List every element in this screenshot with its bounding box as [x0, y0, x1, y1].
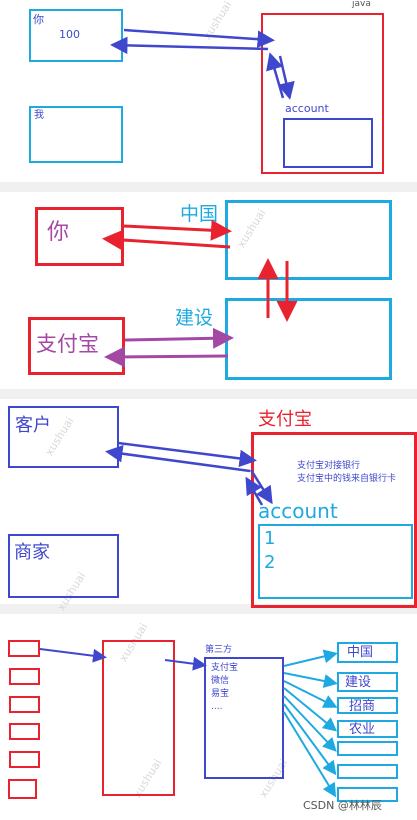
china-bank-label: 中国: [180, 203, 219, 225]
arrow-alipay-to-customer: [105, 445, 251, 473]
third-party-box: 支付宝 微信 易宝 ....: [204, 657, 284, 779]
note-line-2: 支付宝中的钱来自银行卡: [297, 474, 397, 484]
merchant-small-box: [9, 751, 40, 768]
bank-box: 中国: [337, 642, 398, 663]
account-box: 1 2: [258, 524, 413, 599]
provider-item: 微信: [211, 676, 230, 686]
arrow-you-to-bank: [123, 28, 275, 48]
you-label: 你: [33, 13, 44, 26]
me-box: 我: [29, 106, 123, 163]
account-box: [283, 118, 373, 168]
account-label: account: [258, 499, 338, 523]
provider-item: 支付宝: [211, 663, 239, 673]
arrow-customer-to-alipay: [117, 441, 257, 468]
ccb-label: 建设: [175, 307, 214, 329]
note-line-1: 支付宝对接银行: [297, 461, 361, 471]
bank-label: 招商: [349, 699, 376, 714]
merchant-box: 商家: [8, 534, 119, 598]
arrow-ccb-to-alipay: [104, 346, 229, 368]
bank-box: [337, 741, 398, 756]
merchant-small-box: [9, 696, 40, 713]
arrow-to-bank: [283, 703, 337, 776]
arrow-to-bank: [283, 672, 338, 688]
bank-label: 建设: [345, 675, 372, 690]
arrow-to-bank: [283, 680, 338, 708]
provider-item: 易宝: [211, 689, 230, 699]
merchant-small-box: [8, 779, 37, 799]
arrow-to-bank: [283, 649, 338, 667]
bank-label: 农业: [349, 722, 376, 737]
arrow-to-bank: [283, 695, 337, 752]
bank-box: account: [261, 13, 384, 174]
arrow-from-account: [266, 52, 285, 99]
platform-box: [102, 640, 175, 796]
arrow-from-account: [245, 476, 264, 506]
arrow-you-to-china: [123, 219, 232, 241]
java-label: java: [352, 0, 371, 9]
me-label: 我: [34, 110, 44, 121]
account-label: account: [285, 102, 329, 115]
arrow-platform-to-third-party: [164, 656, 207, 671]
arrow-to-bank: [283, 711, 337, 798]
panel-separator: [0, 389, 417, 399]
merchant-small-box: [8, 640, 40, 657]
you-box: 你 100: [29, 9, 123, 62]
alipay-box: 支付宝对接银行 支付宝中的钱来自银行卡 account 1 2: [251, 432, 417, 608]
you-label: 你: [47, 220, 70, 245]
balance-value: 100: [59, 28, 80, 41]
merchant-label: 商家: [14, 542, 50, 563]
customer-box: 客户: [8, 406, 119, 468]
merchant-small-box: [9, 668, 40, 685]
merchant-small-box: [9, 723, 40, 740]
bank-box: [337, 764, 398, 779]
arrow-to-account: [249, 469, 273, 505]
alipay-title: 支付宝: [258, 409, 312, 430]
alipay-box: 支付宝: [28, 317, 125, 375]
arrow-bank-to-you: [110, 36, 269, 55]
panel-separator: [0, 182, 417, 192]
csdn-credit: CSDN @林林辰: [303, 799, 382, 812]
bank-box: [337, 787, 398, 802]
bank-box: 招商: [337, 697, 398, 714]
arrow-china-to-you: [102, 229, 231, 251]
customer-label: 客户: [15, 415, 51, 436]
panel-separator: [0, 604, 417, 614]
account-item: 2: [264, 552, 276, 573]
third-party-title: 第三方: [205, 645, 233, 655]
bank-box: 农业: [337, 720, 398, 738]
arrow-to-bank: [283, 687, 338, 732]
arrow-merchant-to-platform: [39, 648, 107, 663]
bank-label: 中国: [347, 645, 374, 660]
account-item: 1: [264, 528, 276, 549]
bank-box: 建设: [337, 672, 398, 692]
arrow-alipay-to-ccb: [124, 327, 234, 349]
provider-item: ....: [211, 702, 223, 712]
alipay-label: 支付宝: [36, 332, 99, 356]
